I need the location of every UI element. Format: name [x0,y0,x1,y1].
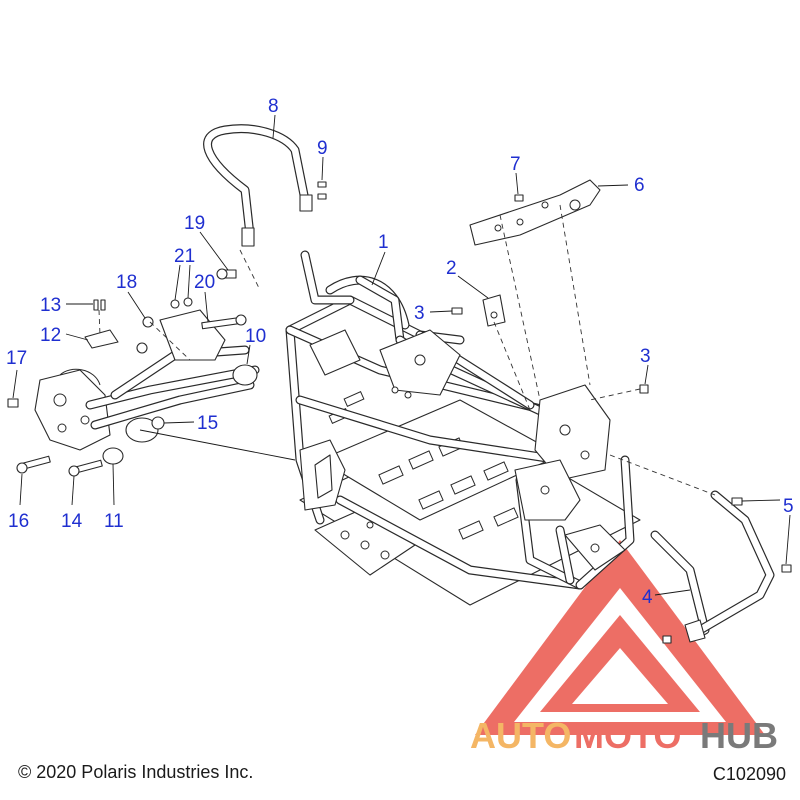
dashed-alignment-lines [98,204,716,496]
bolt-part-14 [68,459,103,477]
callout-10: 10 [245,326,266,347]
trailing-arm-assembly [34,309,260,451]
bolt-part-19 [216,268,237,280]
bolt-part-3-upper [451,307,463,315]
knuckle-plate [34,369,111,451]
callout-9: 9 [317,138,328,159]
callout-6: 6 [634,175,645,196]
pins-part-13 [93,299,106,311]
callout-21: 21 [174,246,195,267]
nut-part-15 [151,416,165,430]
watermark-moto: MOTO [574,715,681,756]
callout-15: 15 [197,413,218,434]
main-frame-assembly [285,250,641,606]
callout-11: 11 [104,511,124,532]
roll-bar-foot-left [241,227,255,247]
callout-17: 17 [6,348,27,369]
bolts-part-5 [662,497,792,644]
front-bracket [314,454,333,499]
callout-20: 20 [194,272,215,293]
bolt-part-17 [7,398,19,408]
callout-13: 13 [40,295,61,316]
watermark-auto: AUTO [470,715,571,756]
roll-bar-foot-right [299,194,313,212]
bracket-part-12 [84,329,119,349]
callout-labels: 1 2 3 3 4 5 6 7 8 9 10 11 12 13 14 15 16… [6,96,794,608]
callout-7: 7 [510,154,521,175]
bolt-part-16 [16,455,51,474]
nuts-part-18 [136,316,154,354]
washers-part-21 [170,297,193,309]
bolts-part-9 [317,181,327,200]
figure-id: C102090 [712,764,786,784]
callout-4: 4 [642,587,653,608]
copyright-notice: © 2020 Polaris Industries Inc. [18,762,254,782]
bolt-part-3-right [639,384,649,394]
bracket-plate [469,179,601,246]
callout-18: 18 [116,272,137,293]
callout-2: 2 [446,258,457,279]
roll-bar-handle [203,124,313,247]
upper-left-bracket [309,329,361,376]
callout-5: 5 [783,496,794,517]
bolt-part-20 [201,314,247,330]
callout-8: 8 [268,96,279,117]
leader-lines [12,114,791,596]
callout-16: 16 [8,511,29,532]
bushing-part-11 [102,447,124,465]
callout-1: 1 [378,232,389,253]
watermark-hub: HUB [700,715,778,756]
rear-mount-bracket [469,179,601,246]
callout-14: 14 [61,511,83,532]
callout-3-upper: 3 [414,303,425,324]
callout-12: 12 [40,325,61,346]
automotohub-watermark-logo: AUTO MOTO HUB [470,540,778,756]
clip-bracket-part-2 [482,294,506,327]
part-10-bushing [232,364,258,386]
callout-3-right: 3 [640,346,651,367]
rear-bumper [650,490,775,643]
rear-bulkhead-plate [534,384,611,481]
bolt-part-7 [514,194,524,202]
callout-19: 19 [184,213,205,234]
bumper-mount-plate [684,619,706,643]
arm-mount-bracket [159,309,226,361]
